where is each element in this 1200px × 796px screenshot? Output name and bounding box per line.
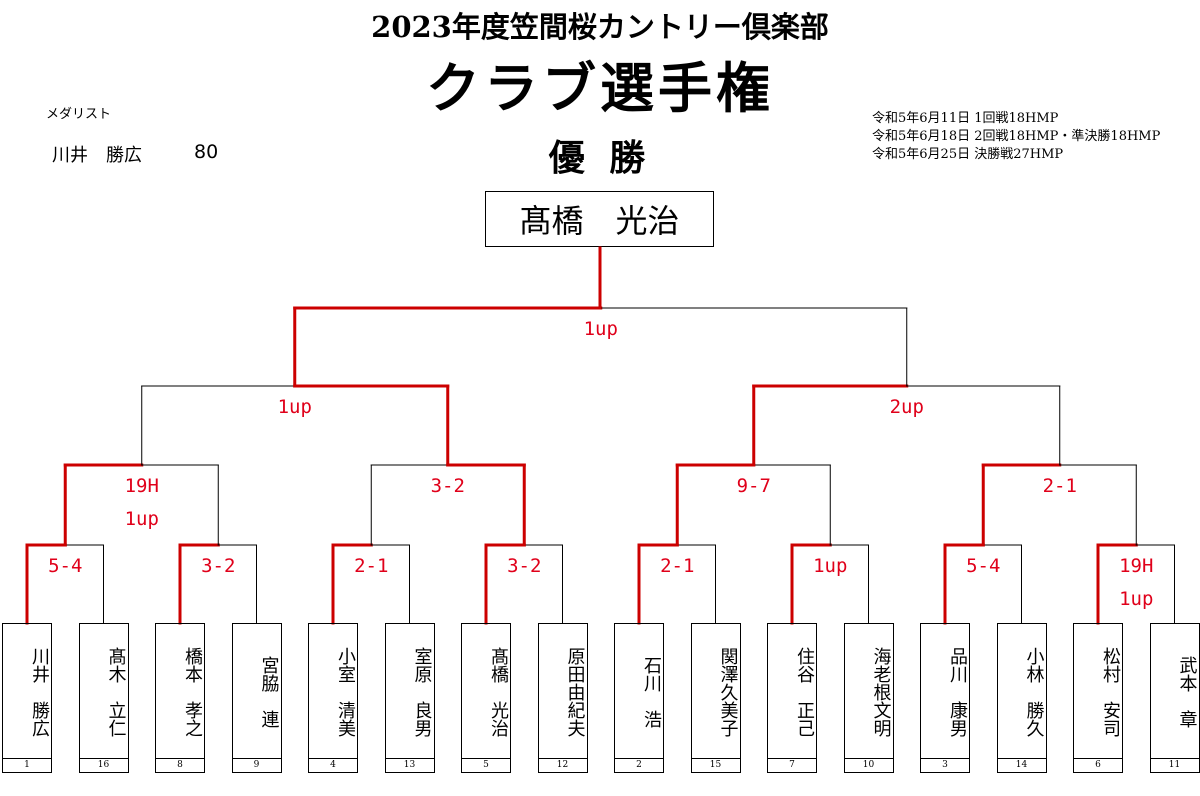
player-seed: 2: [615, 758, 663, 772]
match-score: 3-2: [430, 475, 465, 497]
player-name: 海老根文明: [870, 646, 892, 737]
player-seed: 11: [1150, 758, 1199, 772]
player-box: 関澤久美子 15: [690, 623, 741, 773]
match-score: 1up: [277, 396, 312, 418]
player-box: 石川 浩 2: [614, 623, 664, 773]
player-name: 武本 章: [1176, 655, 1198, 728]
schedule: 令和5年6月11日 1回戦18HMP 令和5年6月18日 2回戦18HMP・準決…: [872, 110, 1160, 164]
match-score: 19H: [1119, 555, 1154, 577]
player-seed: 1: [3, 758, 51, 772]
player-name: 石川 浩: [641, 655, 662, 728]
player-seed: 6: [1074, 758, 1122, 772]
title-line2: クラブ選手権: [426, 56, 774, 120]
match-score: 2up: [889, 396, 924, 418]
player-seed: 15: [691, 758, 740, 772]
schedule-line: 令和5年6月25日 決勝戦27HMP: [872, 147, 1064, 162]
player-name: 室原 良男: [411, 646, 433, 737]
player-seed: 13: [385, 758, 434, 772]
player-name: 髙木 立仁: [105, 646, 127, 737]
player-seed: 4: [309, 758, 357, 772]
player-name: 川井 勝広: [29, 646, 50, 737]
match-score: 2-1: [354, 555, 389, 577]
player-box: 小室 清美 4: [308, 623, 358, 773]
player-box: 髙橋 光治 5: [461, 623, 511, 773]
player-name: 品川 康男: [947, 646, 968, 737]
player-box: 品川 康男 3: [920, 623, 970, 773]
title-line1: 2023年度笠間桜カントリー倶楽部: [371, 10, 829, 44]
match-score: 2-1: [660, 555, 695, 577]
schedule-line: 令和5年6月11日 1回戦18HMP: [872, 111, 1059, 126]
player-name: 小林 勝久: [1023, 646, 1045, 737]
player-name: 橋本 孝之: [182, 646, 203, 737]
player-box: 住谷 正己 7: [767, 623, 817, 773]
player-box: 髙木 立仁 16: [78, 623, 129, 773]
player-name: 髙橋 光治: [488, 646, 509, 737]
player-seed: 3: [921, 758, 969, 772]
player-name: 住谷 正己: [794, 646, 815, 737]
match-score: 1up: [583, 318, 618, 340]
player-box: 川井 勝広 1: [2, 623, 52, 773]
player-box: 宮脇 連 9: [231, 623, 282, 773]
player-box: 原田由紀夫 12: [537, 623, 588, 773]
match-score: 3-2: [507, 555, 542, 577]
player-name: 関澤久美子: [717, 646, 739, 737]
player-name: 松村 安司: [1100, 646, 1121, 737]
player-box: 海老根文明 10: [843, 623, 894, 773]
schedule-line: 令和5年6月18日 2回戦18HMP・準決勝18HMP: [872, 129, 1161, 144]
champion-box: 髙橋 光治: [485, 191, 714, 247]
medalist-score: 80: [194, 141, 219, 163]
match-score: 5-4: [48, 555, 83, 577]
player-seed: 7: [768, 758, 816, 772]
winner-label: 優 勝: [548, 137, 652, 179]
player-seed: 12: [538, 758, 587, 772]
player-box: 橋本 孝之 8: [155, 623, 205, 773]
match-score: 19H: [124, 475, 159, 497]
player-box: 小林 勝久 14: [996, 623, 1047, 773]
player-box: 松村 安司 6: [1073, 623, 1123, 773]
match-score: 1up: [1119, 588, 1154, 610]
player-box: 室原 良男 13: [384, 623, 435, 773]
match-score: 1up: [124, 508, 159, 530]
player-seed: 9: [232, 758, 281, 772]
player-seed: 8: [156, 758, 204, 772]
player-name: 小室 清美: [335, 646, 356, 737]
medalist-label: メダリスト: [46, 107, 112, 122]
player-name: 宮脇 連: [258, 655, 280, 728]
match-score: 1up: [813, 555, 848, 577]
medalist-name: 川井 勝広: [52, 145, 142, 166]
player-seed: 5: [462, 758, 510, 772]
match-score: 2-1: [1042, 475, 1077, 497]
match-score: 3-2: [201, 555, 236, 577]
match-score: 5-4: [966, 555, 1001, 577]
player-seed: 14: [997, 758, 1046, 772]
player-box: 武本 章 11: [1149, 623, 1200, 773]
player-seed: 10: [844, 758, 893, 772]
player-seed: 16: [79, 758, 128, 772]
player-name: 原田由紀夫: [564, 646, 586, 737]
match-score: 9-7: [736, 475, 771, 497]
